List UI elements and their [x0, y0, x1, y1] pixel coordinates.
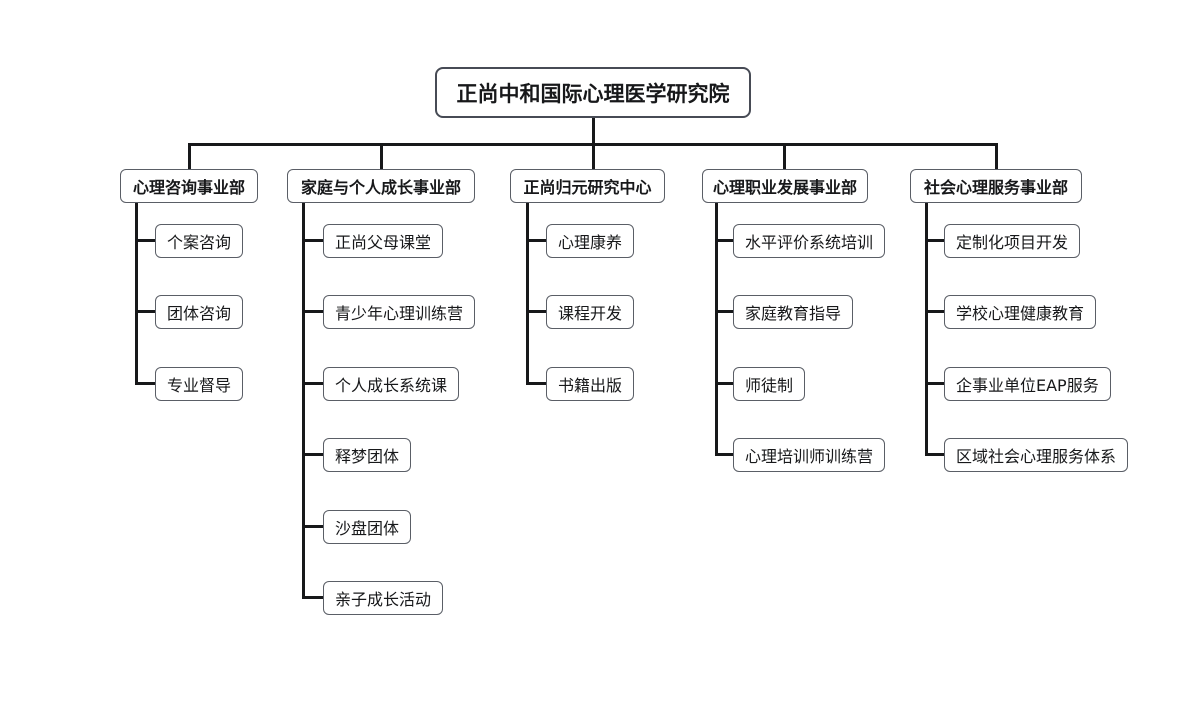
connector-division-drop — [995, 143, 998, 170]
child-node: 团体咨询 — [155, 295, 244, 329]
division-node: 心理咨询事业部 — [120, 169, 258, 203]
child-node: 个案咨询 — [155, 224, 244, 258]
division-node: 家庭与个人成长事业部 — [287, 169, 475, 203]
child-node: 个人成长系统课 — [323, 367, 460, 401]
connector-rail — [925, 202, 928, 456]
child-node: 亲子成长活动 — [323, 581, 444, 615]
child-node: 沙盘团体 — [323, 510, 412, 544]
child-node: 心理培训师训练营 — [733, 438, 886, 472]
child-node: 企事业单位EAP服务 — [944, 367, 1111, 401]
connector-stub — [925, 382, 944, 385]
connector-stub — [715, 453, 733, 456]
connector-stub — [715, 382, 733, 385]
connector-stub — [526, 382, 546, 385]
connector-stub — [925, 453, 944, 456]
child-node: 家庭教育指导 — [733, 295, 854, 329]
connector-rail — [526, 202, 529, 384]
connector-stub — [135, 239, 155, 242]
connector-rail — [302, 202, 305, 599]
child-node: 师徒制 — [733, 367, 806, 401]
child-node: 正尚父母课堂 — [323, 224, 444, 258]
child-node: 水平评价系统培训 — [733, 224, 886, 258]
connector-stub — [302, 525, 323, 528]
connector-division-drop — [380, 143, 383, 170]
division-node: 正尚归元研究中心 — [510, 169, 665, 203]
child-node: 书籍出版 — [546, 367, 635, 401]
child-node: 青少年心理训练营 — [323, 295, 476, 329]
connector-rail — [715, 202, 718, 456]
connector-stub — [526, 239, 546, 242]
child-node: 学校心理健康教育 — [944, 295, 1097, 329]
connector-stub — [526, 310, 546, 313]
connector-stub — [925, 310, 944, 313]
child-node: 区域社会心理服务体系 — [944, 438, 1129, 472]
child-node: 心理康养 — [546, 224, 635, 258]
connector-stub — [135, 310, 155, 313]
connector-stub — [925, 239, 944, 242]
connector-division-drop — [188, 143, 191, 170]
connector-stub — [302, 596, 323, 599]
connector-stub — [715, 239, 733, 242]
connector-division-drop — [592, 143, 595, 170]
connector-stub — [302, 310, 323, 313]
connector-stub — [715, 310, 733, 313]
connector-division-drop — [783, 143, 786, 170]
connector-stub — [302, 453, 323, 456]
connector-stub — [135, 382, 155, 385]
division-node: 社会心理服务事业部 — [910, 169, 1082, 203]
division-node: 心理职业发展事业部 — [702, 169, 868, 203]
child-node: 课程开发 — [546, 295, 635, 329]
root-node: 正尚中和国际心理医学研究院 — [435, 67, 751, 118]
child-node: 专业督导 — [155, 367, 244, 401]
connector-rail — [135, 202, 138, 384]
child-node: 定制化项目开发 — [944, 224, 1081, 258]
connector-stub — [302, 382, 323, 385]
child-node: 释梦团体 — [323, 438, 412, 472]
connector-root-drop — [592, 117, 595, 146]
connector-stub — [302, 239, 323, 242]
